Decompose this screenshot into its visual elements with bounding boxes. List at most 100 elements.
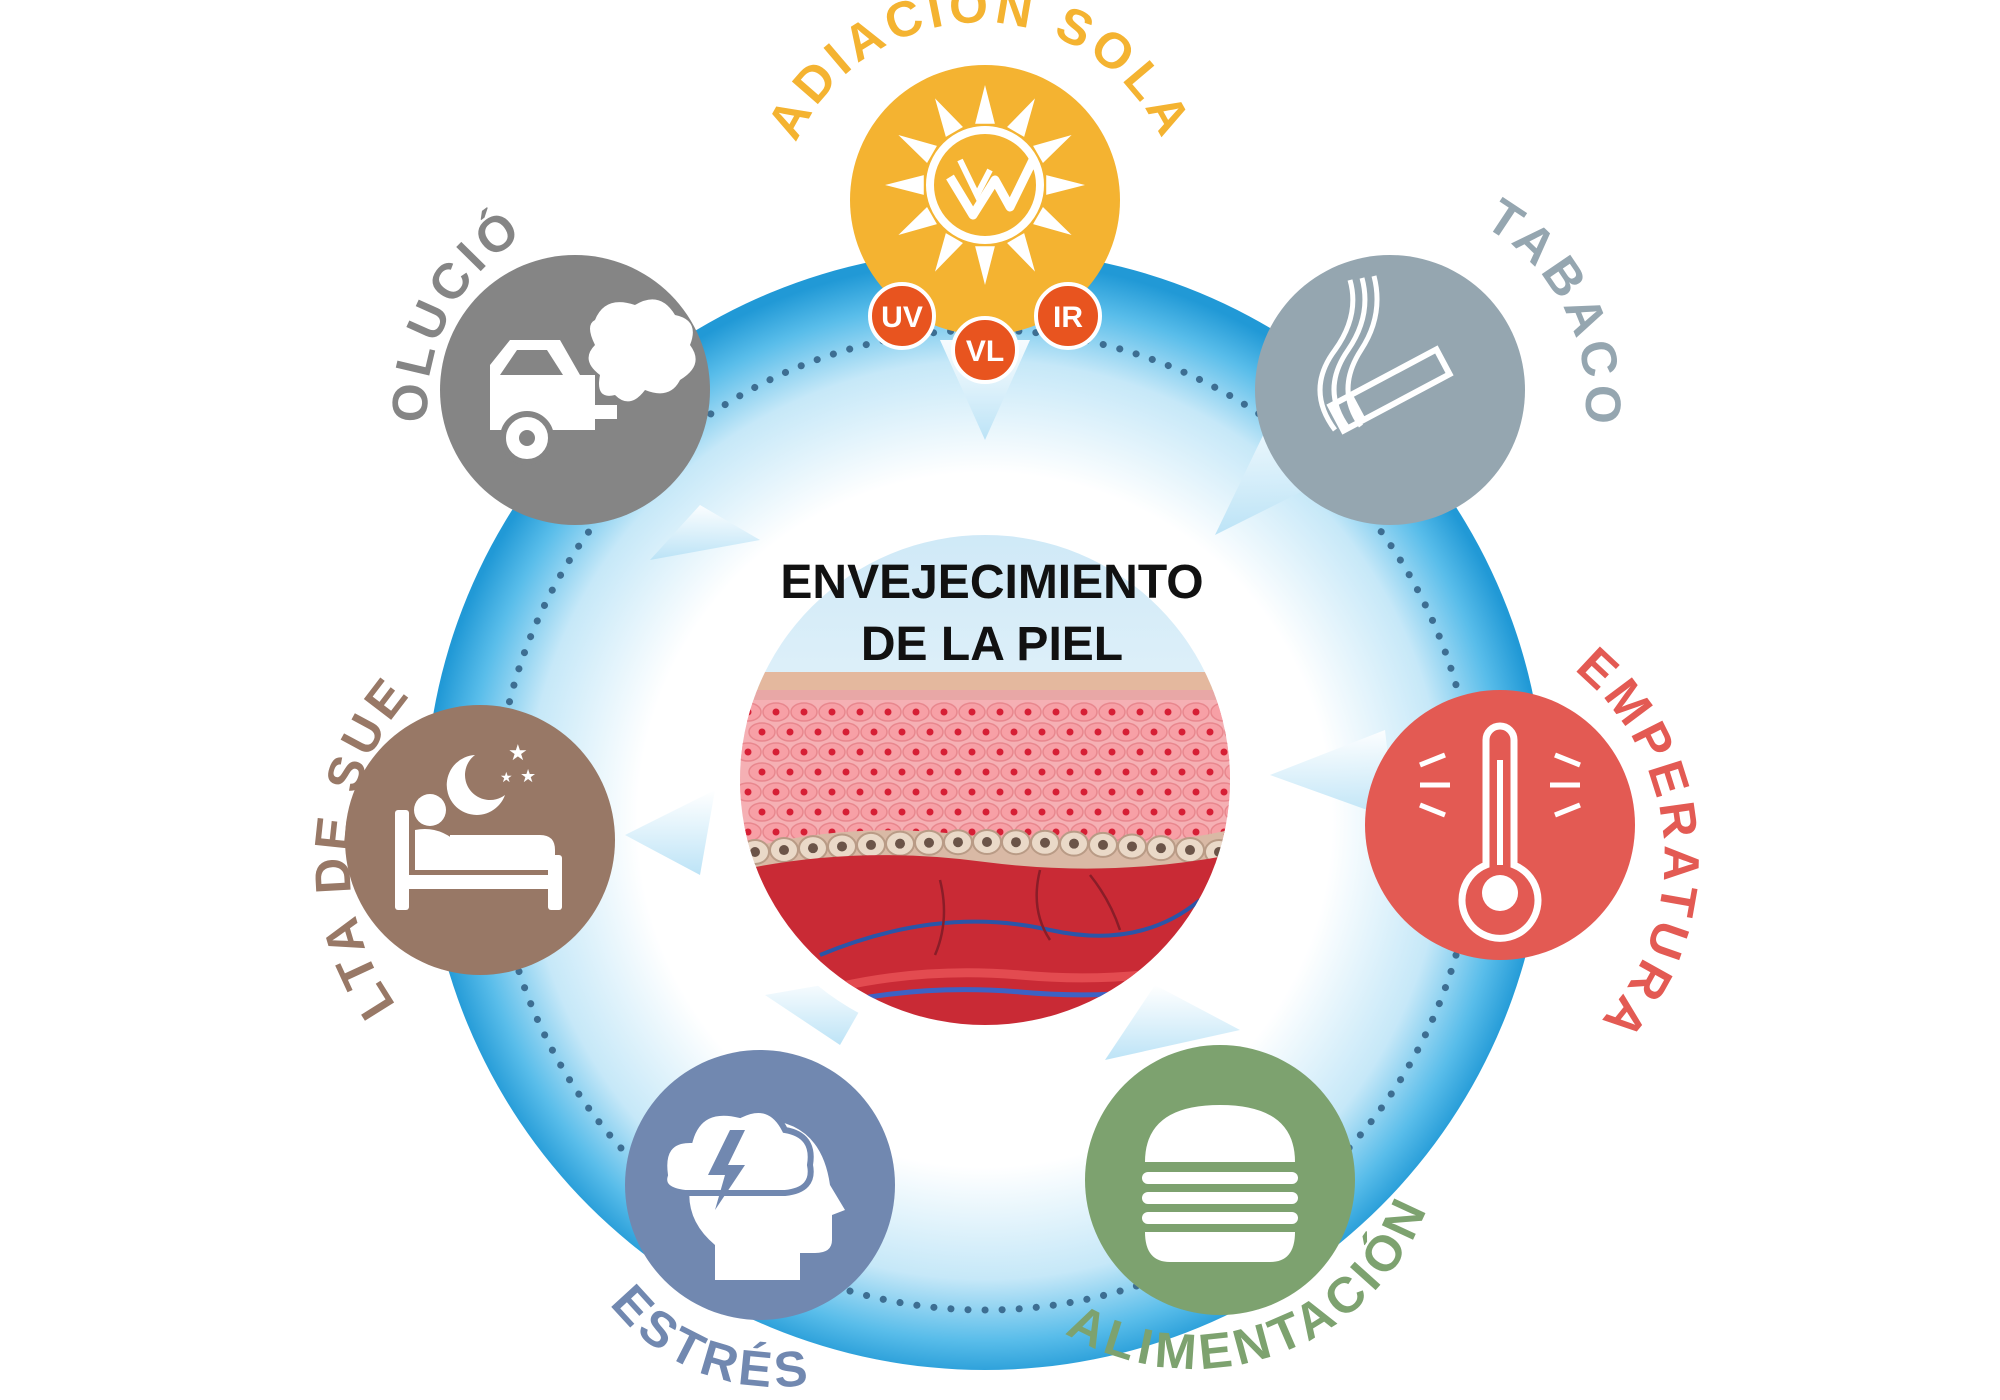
cell-nucleus	[1192, 828, 1200, 836]
svg-text:IR: IR	[1053, 301, 1083, 334]
cell-nucleus	[1094, 808, 1102, 816]
cell-nucleus	[1052, 788, 1060, 796]
cell-nucleus	[996, 788, 1004, 796]
svg-text:UV: UV	[881, 301, 923, 334]
cigarette-icon	[1317, 275, 1454, 435]
cell-nucleus	[1038, 808, 1046, 816]
car-smoke-icon	[490, 299, 696, 465]
arrow-polucion	[650, 505, 760, 560]
factor-polucion: POLUCIÓN	[0, 0, 710, 525]
cell-nucleus	[968, 828, 976, 836]
skin-cells	[740, 702, 1230, 842]
cell-nucleus	[842, 808, 850, 816]
sun-ray	[898, 135, 937, 163]
cell-nucleus	[1136, 828, 1144, 836]
basal-nucleus	[1098, 839, 1108, 850]
cell-nucleus	[884, 788, 892, 796]
cell-nucleus	[912, 748, 920, 756]
basal-nucleus	[1185, 845, 1195, 856]
skin-cell	[1224, 802, 1230, 822]
cell-nucleus	[1178, 768, 1186, 776]
cell-nucleus	[856, 748, 864, 756]
cell-nucleus	[898, 728, 906, 736]
cell-nucleus	[926, 768, 934, 776]
cell-nucleus	[940, 748, 948, 756]
cell-nucleus	[744, 788, 752, 796]
cell-nucleus	[1108, 788, 1116, 796]
cell-nucleus	[1024, 788, 1032, 796]
bed-icon: ★ ★ ★	[395, 741, 562, 910]
cell-nucleus	[1150, 768, 1158, 776]
arrow-falta-sueno	[625, 790, 715, 875]
svg-text:★: ★	[500, 770, 513, 786]
basal-cells	[740, 829, 1230, 865]
cell-nucleus	[814, 808, 822, 816]
cell-nucleus	[1206, 728, 1214, 736]
basal-nucleus	[1127, 841, 1137, 852]
cell-nucleus	[954, 728, 962, 736]
factor-tabaco: TABACO	[1255, 188, 1626, 525]
cell-nucleus	[1094, 768, 1102, 776]
cell-nucleus	[1038, 728, 1046, 736]
sun-ray	[1033, 207, 1072, 235]
cell-nucleus	[1066, 808, 1074, 816]
cell-nucleus	[912, 708, 920, 716]
cell-nucleus	[856, 708, 864, 716]
cell-nucleus	[912, 788, 920, 796]
cell-nucleus	[1136, 708, 1144, 716]
cell-nucleus	[1108, 748, 1116, 756]
cell-nucleus	[828, 708, 836, 716]
center-skin: ENVEJECIMIENTO DE LA PIEL	[720, 515, 1250, 1045]
arrow-temperatura	[1270, 730, 1395, 820]
sun-ray	[935, 98, 963, 137]
basal-nucleus	[953, 837, 963, 848]
basal-nucleus	[837, 841, 847, 852]
cell-nucleus	[758, 768, 766, 776]
thermometer-icon	[1419, 722, 1581, 942]
cell-nucleus	[1220, 788, 1228, 796]
cell-nucleus	[758, 728, 766, 736]
cell-nucleus	[926, 728, 934, 736]
cell-nucleus	[1122, 808, 1130, 816]
skin-cell	[1224, 722, 1230, 742]
cell-nucleus	[772, 788, 780, 796]
cell-nucleus	[1122, 728, 1130, 736]
cell-nucleus	[1052, 708, 1060, 716]
cell-nucleus	[856, 788, 864, 796]
cell-nucleus	[1094, 728, 1102, 736]
sun-ray	[975, 246, 995, 285]
cell-nucleus	[926, 808, 934, 816]
cell-nucleus	[1122, 768, 1130, 776]
cell-nucleus	[828, 748, 836, 756]
cell-nucleus	[1150, 808, 1158, 816]
cell-nucleus	[772, 748, 780, 756]
cell-nucleus	[1136, 788, 1144, 796]
badge-ir: IR	[1034, 282, 1102, 350]
sun-ray	[1007, 98, 1035, 137]
basal-nucleus	[982, 837, 992, 847]
basal-nucleus	[866, 839, 876, 850]
cell-nucleus	[968, 748, 976, 756]
burger-icon	[1142, 1105, 1298, 1262]
cell-nucleus	[1024, 748, 1032, 756]
cell-nucleus	[996, 708, 1004, 716]
svg-text:VL: VL	[966, 335, 1004, 368]
cell-nucleus	[1136, 748, 1144, 756]
cell-nucleus	[898, 768, 906, 776]
cell-nucleus	[1164, 788, 1172, 796]
basal-nucleus	[779, 845, 789, 856]
basal-nucleus	[808, 843, 818, 854]
basal-nucleus	[924, 837, 934, 848]
cell-nucleus	[1164, 828, 1172, 836]
cell-nucleus	[800, 828, 808, 836]
cell-nucleus	[1080, 788, 1088, 796]
cell-nucleus	[968, 708, 976, 716]
cell-nucleus	[940, 788, 948, 796]
label-falta-de-sueno: FALTA DE SUEÑO	[0, 0, 421, 1029]
sun-ray	[1033, 135, 1072, 163]
cell-nucleus	[1038, 768, 1046, 776]
cell-nucleus	[786, 728, 794, 736]
cell-nucleus	[1192, 788, 1200, 796]
cell-nucleus	[982, 768, 990, 776]
